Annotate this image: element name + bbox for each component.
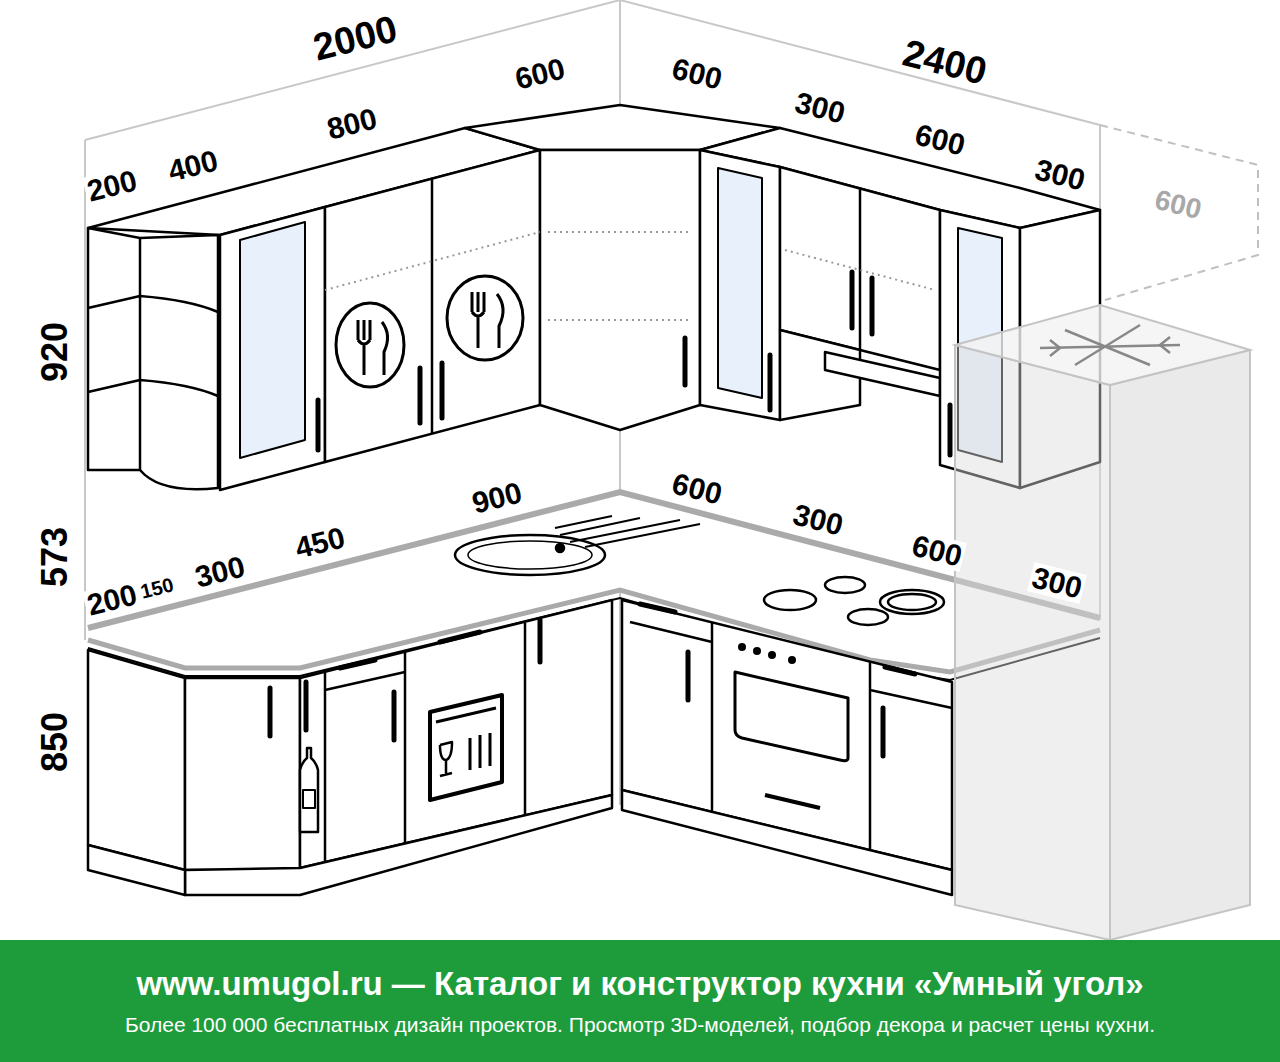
base-cabinets: [88, 600, 952, 895]
dimension-label: 450: [290, 522, 350, 564]
dimension-label: 300: [1030, 154, 1090, 196]
dimension-label: 2000: [307, 9, 402, 67]
dimension-label: 600: [667, 53, 727, 95]
dimension-label: 400: [163, 145, 223, 187]
dimension-label: 800: [322, 103, 382, 145]
footer-banner: www.umugol.ru — Каталог и конструктор ку…: [0, 940, 1280, 1062]
sink: [455, 516, 700, 575]
dimension-label: 573: [37, 525, 73, 589]
hob: [764, 577, 944, 625]
cutlery-icon: [336, 276, 523, 387]
dimension-label: 920: [37, 320, 73, 384]
banner-title: www.umugol.ru — Каталог и конструктор ку…: [136, 965, 1143, 1003]
upper-cabinets: [88, 105, 1100, 490]
dimension-label: 300: [788, 499, 848, 541]
dimension-label: 200: [82, 165, 142, 207]
dimension-label: 300: [790, 87, 850, 129]
dimension-label: 2400: [897, 33, 992, 91]
dashed-outline: [1100, 125, 1258, 300]
dimension-label: 150: [136, 574, 177, 602]
handles: [270, 272, 950, 756]
dimension-label: 600: [910, 119, 970, 161]
kitchen-illustration: [0, 0, 1280, 940]
oven-knobs: [738, 643, 796, 664]
fridge: [955, 305, 1250, 940]
banner-subtitle: Более 100 000 бесплатных дизайн проектов…: [125, 1013, 1155, 1037]
dimension-label: 600: [510, 53, 570, 95]
dimension-label: 850: [37, 710, 73, 774]
dimension-label: 600: [1150, 185, 1206, 224]
dimension-label: 900: [467, 477, 527, 519]
